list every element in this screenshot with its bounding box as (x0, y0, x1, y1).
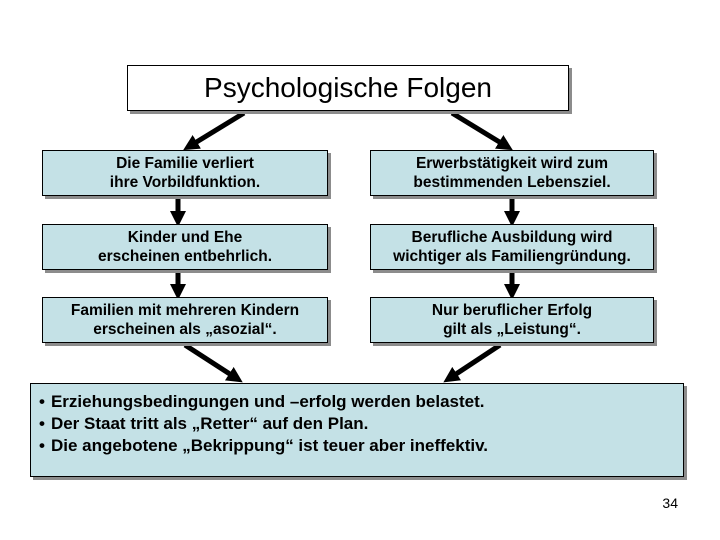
page-number: 34 (662, 495, 678, 511)
right-box-3-line1: Nur beruflicher Erfolg (431, 302, 593, 319)
right-box-3: Nur beruflicher Erfolg gilt als „Leistung… (370, 297, 654, 343)
arrow-right-to-bottom (443, 342, 502, 383)
consequence-item: Die angebotene „Bekrippung“ ist teuer ab… (39, 435, 675, 457)
right-box-2-line1: Berufliche Ausbildung wird (411, 229, 613, 246)
left-box-1: Die Familie verliert ihre Vorbildfunktion… (42, 150, 328, 196)
left-box-1-line1: Die Familie verliert (116, 155, 254, 172)
consequences-list: Erziehungsbedingungen und –erfolg werden… (39, 391, 675, 457)
left-box-3-line2: erscheinen als „asozial“. (93, 321, 277, 338)
arrow-left-to-bottom (183, 342, 243, 383)
left-box-2: Kinder und Ehe erscheinen entbehrlich. (42, 224, 328, 270)
left-box-2-line2: erscheinen entbehrlich. (98, 248, 272, 265)
diagram-title: Psychologische Folgen (204, 72, 492, 103)
consequence-item: Der Staat tritt als „Retter“ auf den Pla… (39, 413, 675, 435)
consequences-box: Erziehungsbedingungen und –erfolg werden… (30, 383, 684, 477)
left-box-3: Familien mit mehreren Kindern erscheinen … (42, 297, 328, 343)
consequence-item: Erziehungsbedingungen und –erfolg werden… (39, 391, 675, 413)
right-box-1-line1: Erwerbstätigkeit wird zum (415, 155, 609, 172)
left-box-1-line2: ihre Vorbildfunktion. (109, 174, 261, 191)
arrow-title-to-left (183, 110, 246, 151)
left-box-2-line1: Kinder und Ehe (127, 229, 243, 246)
right-box-2: Berufliche Ausbildung wird wichtiger als … (370, 224, 654, 270)
right-box-1: Erwerbstätigkeit wird zum bestimmenden Le… (370, 150, 654, 196)
right-box-1-line2: bestimmenden Lebensziel. (413, 174, 611, 191)
right-box-2-line2: wichtiger als Familiengründung. (393, 248, 631, 265)
diagram-title-box: Psychologische Folgen (127, 65, 569, 111)
right-box-3-line2: gilt als „Leistung“. (443, 321, 581, 338)
left-box-3-line1: Familien mit mehreren Kindern (70, 302, 300, 319)
arrow-title-to-right (450, 110, 513, 151)
